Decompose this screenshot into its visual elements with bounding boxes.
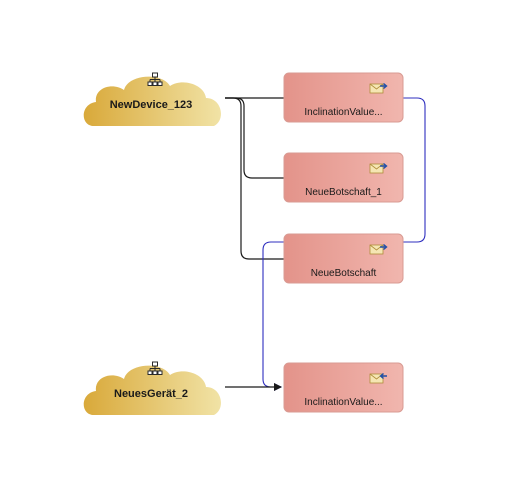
cloud-shape (83, 365, 221, 415)
connector-device1-to-msg2 (225, 97, 284, 179)
message-label: InclinationValue... (304, 107, 382, 118)
message-node-neuebotschaft[interactable]: NeueBotschaft (283, 233, 404, 284)
device-node-neuesgeraet-2[interactable]: NeuesGerät_2 (83, 361, 221, 415)
device-node-newdevice-123[interactable]: NewDevice_123 (83, 72, 221, 126)
message-node-inclinationvalue-outgoing[interactable]: InclinationValue... (283, 72, 404, 123)
envelope-receive-icon (369, 372, 387, 384)
device-label: NewDevice_123 (110, 99, 193, 111)
connector-device1-to-msg3 (225, 97, 284, 260)
network-hierarchy-icon (147, 361, 163, 375)
message-label: NeueBotschaft_1 (305, 187, 382, 198)
message-label: InclinationValue... (304, 397, 382, 408)
envelope-send-icon (369, 82, 388, 94)
cloud-shape (83, 76, 221, 126)
envelope-send-icon (369, 243, 388, 255)
message-node-neuebotschaft-1[interactable]: NeueBotschaft_1 (283, 152, 404, 203)
message-label: NeueBotschaft (311, 268, 377, 279)
message-node-inclinationvalue-incoming[interactable]: InclinationValue... (283, 362, 404, 413)
device-label: NeuesGerät_2 (114, 388, 188, 400)
network-hierarchy-icon (147, 72, 163, 86)
envelope-send-icon (369, 162, 388, 174)
